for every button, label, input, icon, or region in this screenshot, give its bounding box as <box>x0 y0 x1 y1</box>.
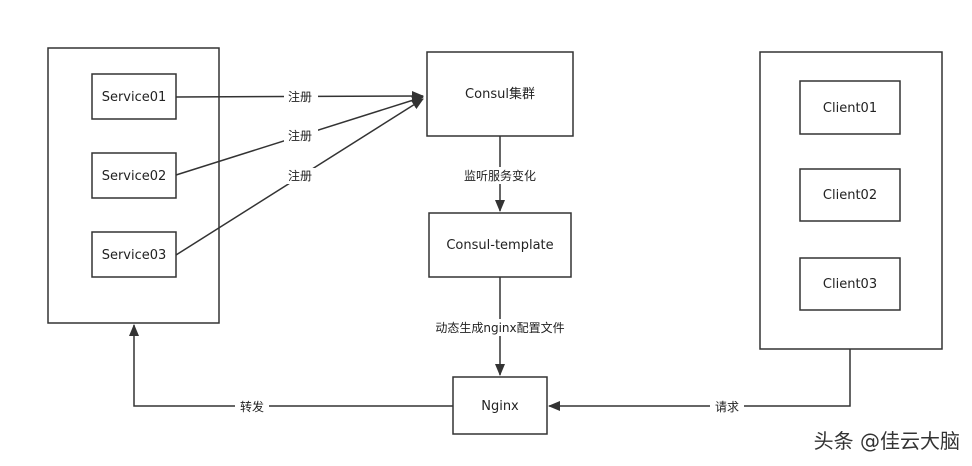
client01-node: Client01 <box>799 80 901 135</box>
service03-label: Service03 <box>102 248 167 263</box>
service01-label: Service01 <box>102 90 167 105</box>
generate-label: 动态生成nginx配置文件 <box>435 320 564 335</box>
nginx-label: Nginx <box>481 399 519 414</box>
client02-node: Client02 <box>799 168 901 222</box>
request-label: 请求 <box>715 400 739 414</box>
register-label-2: 注册 <box>288 128 312 143</box>
client02-label: Client02 <box>823 188 877 203</box>
client01-label: Client01 <box>823 101 877 116</box>
client03-label: Client03 <box>823 277 877 292</box>
watch-label: 监听服务变化 <box>464 168 536 183</box>
service02-node: Service02 <box>91 152 177 199</box>
register-label-3: 注册 <box>288 168 312 183</box>
client03-node: Client03 <box>799 257 901 311</box>
service03-node: Service03 <box>91 231 177 278</box>
consul-cluster-label: Consul集群 <box>465 86 535 102</box>
forward-label: 转发 <box>240 399 264 414</box>
consul-cluster-node: Consul集群 <box>426 51 574 137</box>
forward-edge <box>129 324 453 407</box>
consul-template-node: Consul-template <box>428 212 572 278</box>
consul-template-label: Consul-template <box>446 238 553 253</box>
register-label-1: 注册 <box>288 89 312 104</box>
service02-label: Service02 <box>102 169 167 184</box>
service01-node: Service01 <box>91 73 177 120</box>
nginx-node: Nginx <box>452 376 548 435</box>
watermark-text: 头条 @佳云大脑 <box>814 429 960 453</box>
request-edge <box>548 349 851 411</box>
